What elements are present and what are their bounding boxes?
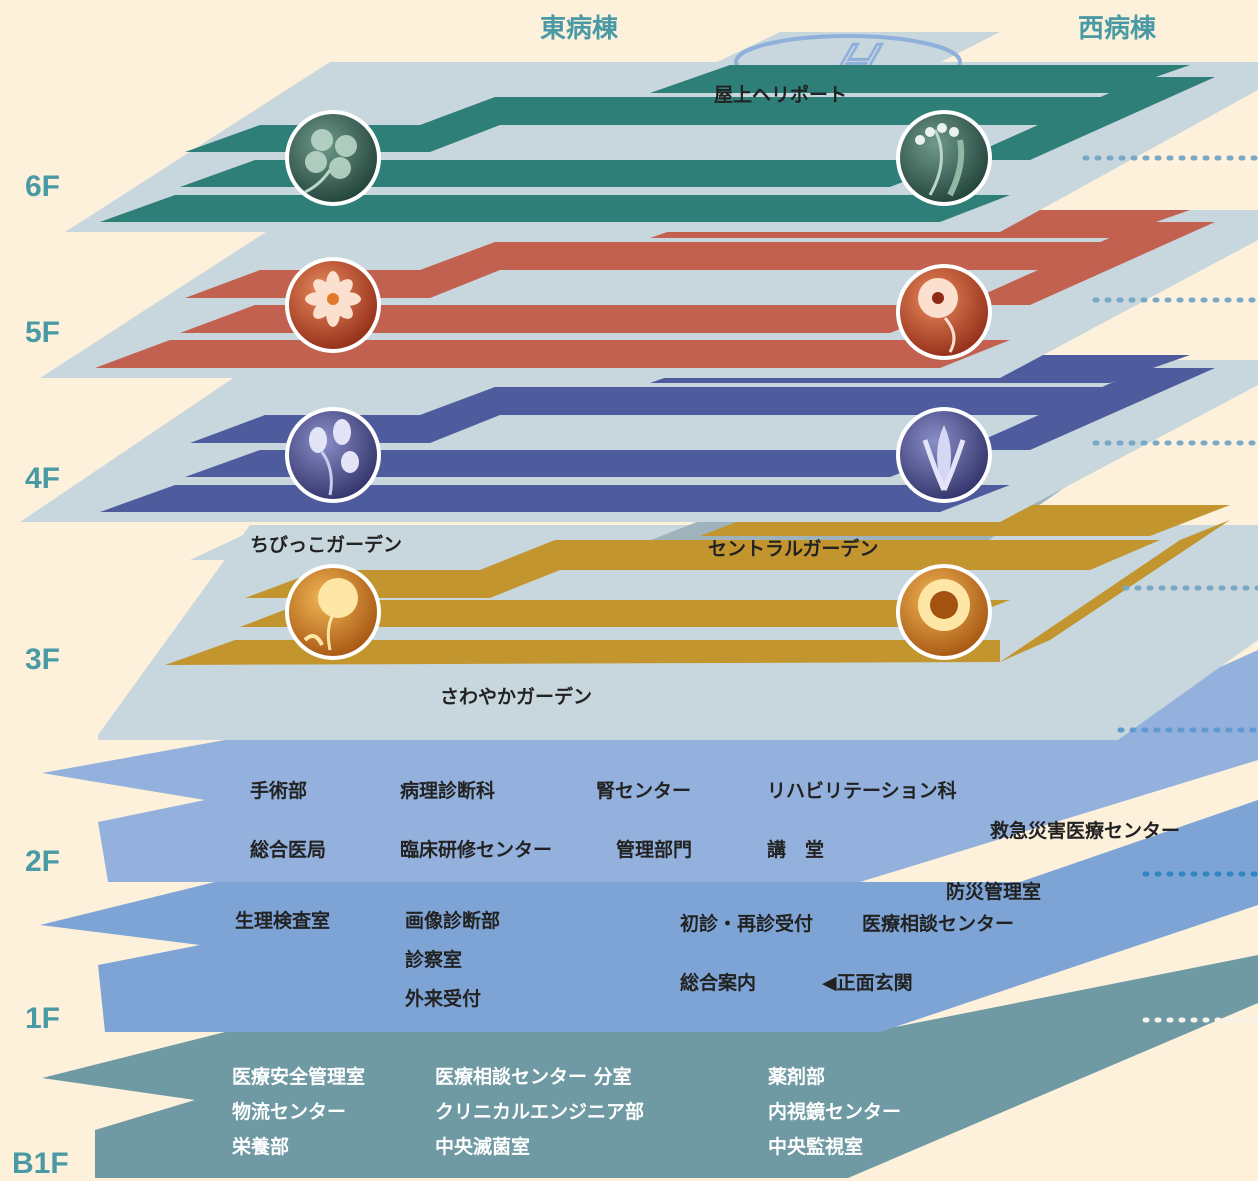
central-garden-label: セントラルガーデン <box>708 538 879 560</box>
2f-department: 手術部 <box>250 780 308 802</box>
1f-department: 医療相談センター <box>862 913 1015 935</box>
main-entrance-label: ◀正面玄関 <box>822 972 913 994</box>
2f-slab <box>42 650 1258 882</box>
b1f-department: 栄養部 <box>232 1136 290 1158</box>
b1f-department: 中央滅菌室 <box>435 1136 531 1158</box>
floor-label-3f: 3F <box>25 643 61 676</box>
floor-label-6f: 6F <box>25 170 61 203</box>
1f-department: 初診・再診受付 <box>680 913 814 935</box>
b1f-department: 医療安全管理室 <box>232 1066 366 1088</box>
1f-department: 診察室 <box>405 949 463 971</box>
heliport-label: 屋上ヘリポート <box>714 84 848 106</box>
b1f-department: 物流センター <box>232 1101 347 1123</box>
dandelion-icon <box>285 564 381 660</box>
1f-department: 生理検査室 <box>235 910 331 932</box>
cosmos-icon <box>285 257 381 353</box>
2f-department: 講 堂 <box>767 839 825 861</box>
floor-label-4f: 4F <box>25 462 61 495</box>
1f-slab <box>40 800 1258 1032</box>
2f-department: 総合医局 <box>250 839 327 861</box>
emergency-center-label: 救急災害医療センター <box>990 820 1181 842</box>
four-leaf-flower-icon <box>285 110 381 206</box>
floor-label-5f: 5F <box>25 316 61 349</box>
west-wing-label: 西病棟 <box>1078 14 1157 44</box>
b1f-slab <box>42 955 1258 1178</box>
2f-department: 病理診断科 <box>400 780 496 802</box>
1f-department: 総合案内 <box>680 972 757 994</box>
iris-icon <box>896 407 992 503</box>
lily-of-the-valley-icon <box>896 110 992 206</box>
violet-icon <box>285 407 381 503</box>
b1f-department: 薬剤部 <box>768 1066 826 1088</box>
poppy-icon <box>896 264 992 360</box>
1f-department: 防災管理室 <box>946 881 1042 903</box>
floor-label-b1f: B1F <box>12 1147 69 1180</box>
kids-garden-label: ちびっこガーデン <box>250 534 403 556</box>
2f-department: リハビリテーション科 <box>767 780 957 802</box>
kids-garden-slab <box>190 525 410 560</box>
b1f-department: 内視鏡センター <box>768 1101 902 1123</box>
1f-department: 外来受付 <box>405 988 482 1010</box>
b1f-department: 中央監視室 <box>768 1136 864 1158</box>
2f-department: 管理部門 <box>616 839 693 861</box>
east-wing-label: 東病棟 <box>540 14 619 44</box>
2f-department: 臨床研修センター <box>400 839 553 861</box>
floor-label-2f: 2F <box>25 845 61 878</box>
floor-label-1f: 1F <box>25 1002 61 1035</box>
2f-department: 腎センター <box>596 780 692 802</box>
sawayaka-garden-label: さわやかガーデン <box>440 686 593 708</box>
b1f-department: 医療相談センター 分室 <box>435 1066 632 1088</box>
1f-department: 画像診断部 <box>405 910 501 932</box>
sunflower-icon <box>896 564 992 660</box>
b1f-department: クリニカルエンジニア部 <box>435 1101 645 1123</box>
